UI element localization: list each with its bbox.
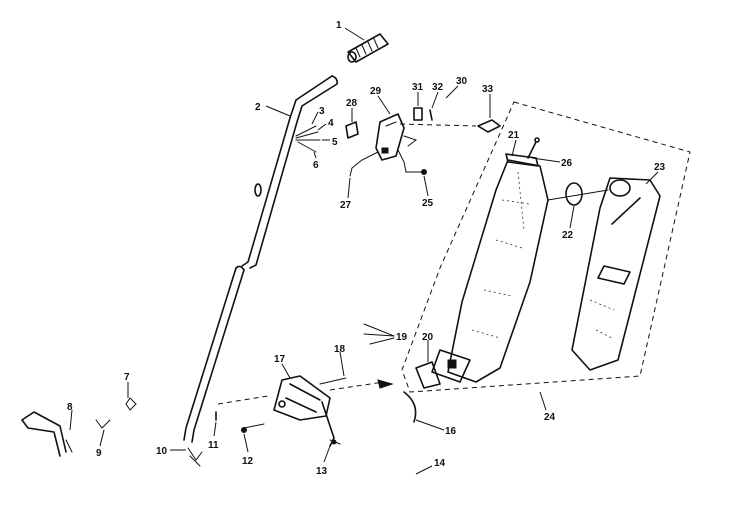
leader-6 [313, 151, 317, 159]
leader-1 [344, 27, 365, 41]
leader-22 [569, 205, 575, 229]
label-27: 27 [340, 200, 352, 211]
leader-8 [69, 409, 73, 431]
leader-14 [415, 465, 433, 475]
part-16-curved-bar [403, 391, 417, 423]
label-5: 5 [332, 137, 338, 148]
label-20: 20 [422, 332, 434, 343]
assembly-dash-axis [217, 381, 385, 405]
part-20-bag-collar [415, 349, 471, 389]
part-13-wing-nut [329, 439, 341, 445]
leader-4 [317, 123, 327, 131]
part-26-clamp [527, 137, 540, 159]
leader-17 [281, 363, 291, 379]
label-6: 6 [313, 160, 319, 171]
label-26: 26 [561, 158, 573, 169]
part-10-handle-bail [187, 447, 203, 467]
part-21-disposable-bag [447, 153, 549, 383]
leader-29 [377, 95, 391, 115]
leader-26 [531, 157, 561, 163]
part-7-clip [125, 397, 137, 411]
label-23: 23 [654, 162, 666, 173]
label-32: 32 [432, 82, 444, 93]
label-7: 7 [124, 372, 130, 383]
leader-27 [347, 177, 351, 199]
part-33-clip [477, 119, 501, 133]
part-18-rod [319, 377, 347, 385]
label-18: 18 [334, 344, 346, 355]
leader-11 [213, 421, 217, 437]
leader-13 [323, 445, 331, 463]
part-2-upper-handle [241, 75, 338, 269]
part-12-screw [241, 423, 265, 433]
label-14: 14 [434, 458, 446, 469]
leader-24 [539, 391, 547, 411]
label-3: 3 [319, 106, 325, 117]
part-1-handle-grip [347, 33, 389, 63]
label-19: 19 [396, 332, 408, 343]
leader-32 [431, 91, 439, 109]
label-10: 10 [156, 446, 168, 457]
part-17-bracket [273, 375, 335, 447]
part-25-cord-hook [397, 135, 427, 175]
part-23-outer-bag [571, 177, 661, 371]
leader-2 [265, 105, 291, 117]
label-13: 13 [316, 466, 328, 477]
leader-3 [311, 111, 319, 125]
label-9: 9 [96, 448, 102, 459]
assembly-arrow [377, 379, 394, 389]
switch-wire [349, 151, 379, 177]
leader-30 [445, 85, 459, 99]
part-lower-handle-tube [183, 265, 245, 443]
part-19-spring [363, 323, 395, 345]
part-3-6-wire-clips [295, 125, 321, 153]
part-24-outer-bag-outline [401, 101, 691, 393]
label-24: 24 [544, 412, 556, 423]
label-21: 21 [508, 130, 520, 141]
label-2: 2 [255, 102, 261, 113]
leader-21 [511, 139, 517, 157]
label-4: 4 [328, 118, 334, 129]
label-25: 25 [422, 198, 434, 209]
label-30: 30 [456, 76, 468, 87]
label-28: 28 [346, 98, 358, 109]
part-29-switch-housing [375, 113, 405, 161]
label-17: 17 [274, 354, 286, 365]
part-8-bracket [21, 411, 73, 457]
label-22: 22 [562, 230, 574, 241]
label-29: 29 [370, 86, 382, 97]
part-31-spring [413, 107, 423, 121]
label-1: 1 [336, 20, 342, 31]
label-11: 11 [208, 440, 219, 451]
leader-25 [423, 175, 429, 197]
part-22-spring-ring [547, 182, 609, 206]
leader-12 [243, 433, 249, 453]
label-12: 12 [242, 456, 254, 467]
leader-23 [645, 171, 659, 185]
part-9-clip [95, 419, 111, 429]
leader-9 [99, 429, 105, 447]
label-16: 16 [445, 426, 457, 437]
leader-16 [415, 419, 445, 431]
part-32-screw [429, 109, 433, 121]
label-31: 31 [412, 82, 424, 93]
label-33: 33 [482, 84, 494, 95]
assembly-dash-29 [399, 123, 477, 127]
label-8: 8 [67, 402, 73, 413]
leader-18 [339, 351, 345, 377]
part-28-clip [345, 121, 359, 139]
